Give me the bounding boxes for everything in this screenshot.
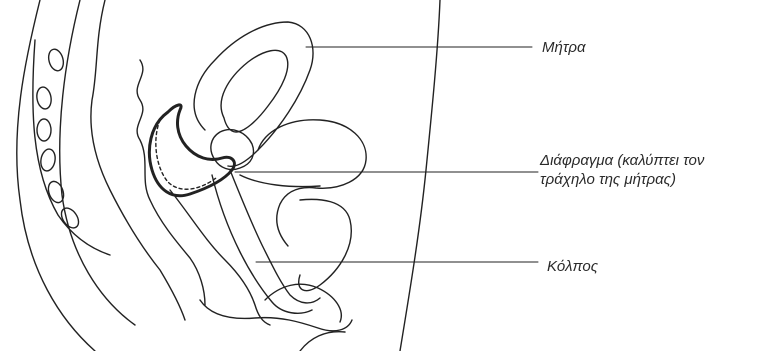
bladder-inner [240, 175, 320, 187]
label-uterus: Μήτρα [542, 38, 586, 57]
bladder [258, 120, 366, 246]
uterus-outer [194, 22, 313, 166]
diaphragm-device [149, 105, 234, 196]
label-vagina: Κόλπος [547, 257, 598, 276]
rectum-inner [170, 190, 270, 325]
label-diaphragm-line1: Διάφραγμα (καλύπτει τον [540, 151, 704, 170]
perineum [200, 300, 352, 331]
pubic-bone [299, 199, 352, 290]
label-diaphragm-line2: τράχηλο της μήτρας) [540, 170, 704, 189]
vertebrae [33, 40, 110, 255]
uterus-cavity [221, 50, 288, 132]
diaphragm-rim [156, 120, 216, 189]
label-diaphragm: Διάφραγμα (καλύπτει τον τράχηλο της μήτρ… [540, 151, 704, 189]
cervix [211, 130, 254, 170]
back-contour [17, 0, 95, 351]
rectum-left [91, 0, 185, 320]
thigh-contour [300, 332, 345, 351]
abdomen-front [400, 0, 440, 351]
